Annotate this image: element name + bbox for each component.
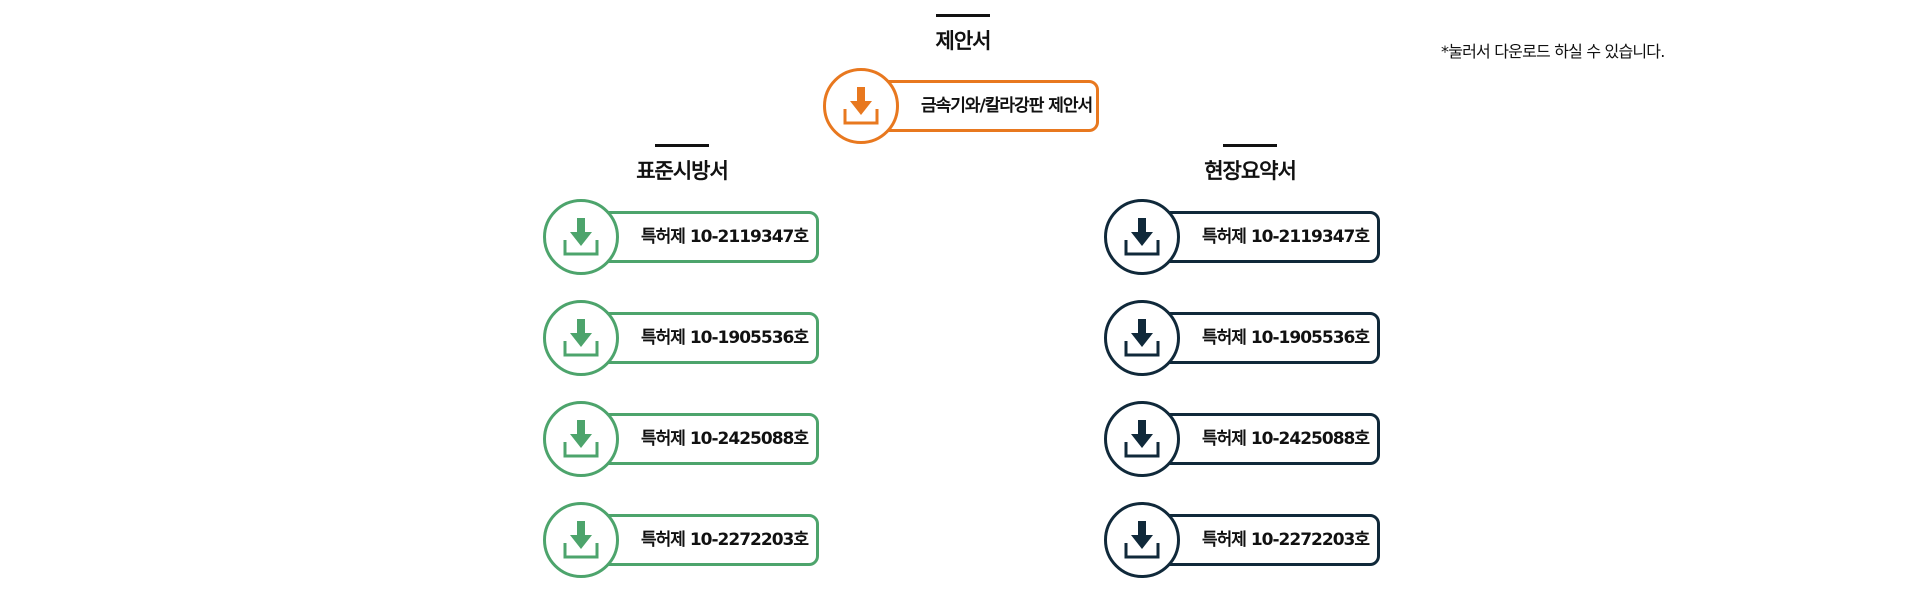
section-title-site-summary-text: 현장요약서 [1204, 159, 1297, 183]
download-button-label: 금속기와/칼라강판 제안서 [921, 96, 1093, 116]
download-button-frame [1144, 211, 1380, 263]
download-button-label: 특허제 10-2425088호 [1202, 429, 1370, 449]
download-button-standard-spec-1[interactable]: 특허제 10-2119347호 [543, 199, 823, 281]
download-icon-circle [823, 68, 899, 144]
download-button-proposal[interactable]: 금속기와/칼라강판 제안서 [823, 68, 1103, 150]
download-button-label: 특허제 10-2272203호 [1202, 530, 1370, 550]
download-icon [563, 420, 599, 458]
section-title-site-summary: 현장요약서 [1130, 144, 1370, 185]
title-underline-bar [1223, 144, 1277, 147]
download-button-site-summary-1[interactable]: 특허제 10-2119347호 [1104, 199, 1384, 281]
download-icon-circle [1104, 199, 1180, 275]
title-underline-bar [655, 144, 709, 147]
download-icon-circle [1104, 300, 1180, 376]
title-underline-bar [936, 14, 990, 17]
section-title-proposal-text: 제안서 [935, 29, 992, 53]
download-button-site-summary-4[interactable]: 특허제 10-2272203호 [1104, 502, 1384, 584]
download-icon [1124, 319, 1160, 357]
download-button-frame [1144, 413, 1380, 465]
download-button-frame [583, 413, 819, 465]
download-icon-circle [543, 199, 619, 275]
download-icon [843, 87, 879, 125]
download-icon-circle [543, 401, 619, 477]
download-button-label: 특허제 10-2425088호 [641, 429, 809, 449]
download-icon-circle [1104, 502, 1180, 578]
download-button-label: 특허제 10-1905536호 [1202, 328, 1370, 348]
download-icon [1124, 521, 1160, 559]
section-title-standard-spec: 표준시방서 [562, 144, 802, 185]
download-icon [1124, 420, 1160, 458]
download-button-label: 특허제 10-2119347호 [641, 227, 809, 247]
download-button-label: 특허제 10-2272203호 [641, 530, 809, 550]
download-icon-circle [543, 300, 619, 376]
download-icon-circle [1104, 401, 1180, 477]
download-button-frame [583, 211, 819, 263]
download-icon-circle [543, 502, 619, 578]
download-hint-note: *눌러서 다운로드 하실 수 있습니다. [1441, 42, 1665, 61]
download-button-site-summary-2[interactable]: 특허제 10-1905536호 [1104, 300, 1384, 382]
download-button-standard-spec-4[interactable]: 특허제 10-2272203호 [543, 502, 823, 584]
download-button-frame [583, 312, 819, 364]
section-title-standard-spec-text: 표준시방서 [636, 159, 729, 183]
download-button-standard-spec-2[interactable]: 특허제 10-1905536호 [543, 300, 823, 382]
download-icon [1124, 218, 1160, 256]
download-icon [563, 319, 599, 357]
download-button-site-summary-3[interactable]: 특허제 10-2425088호 [1104, 401, 1384, 483]
download-button-label: 특허제 10-1905536호 [641, 328, 809, 348]
download-icon [563, 521, 599, 559]
download-icon [563, 218, 599, 256]
download-button-standard-spec-3[interactable]: 특허제 10-2425088호 [543, 401, 823, 483]
download-button-label: 특허제 10-2119347호 [1202, 227, 1370, 247]
download-button-frame [863, 80, 1099, 132]
section-title-proposal: 제안서 [843, 14, 1083, 55]
